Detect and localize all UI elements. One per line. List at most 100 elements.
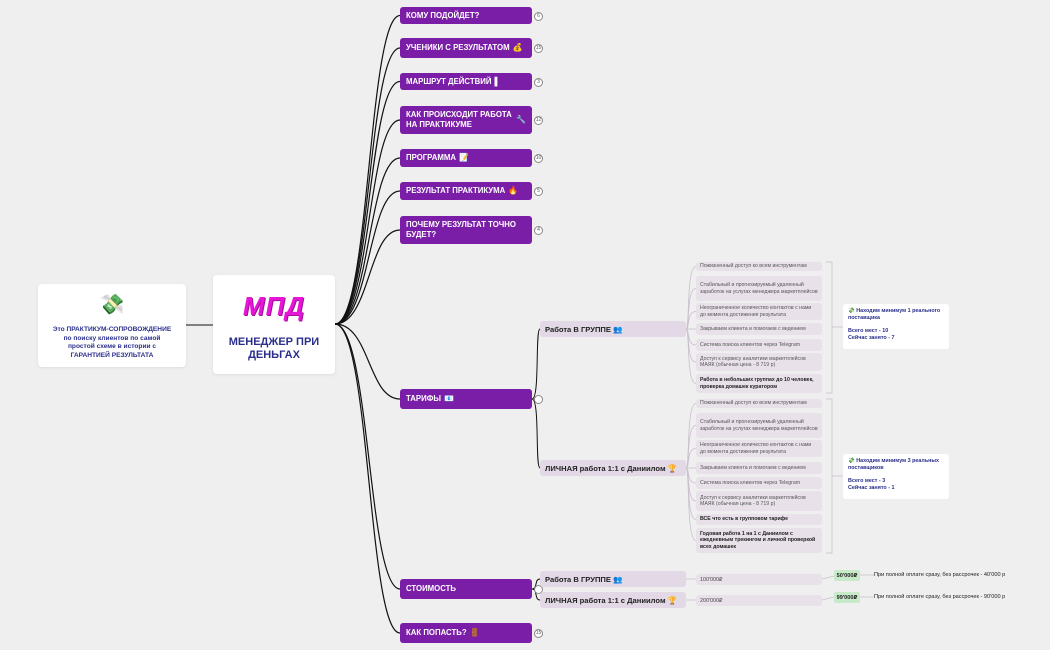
cost-personal[interactable]: ЛИЧНАЯ работа 1:1 с Даниилом 🏆 (540, 592, 686, 608)
tariff-feature: Стабильный и прогнозируемый удаленный за… (696, 276, 822, 301)
branch-how-to-join[interactable]: КАК ПОПАСТЬ?🚪 (400, 623, 532, 643)
branch-label: ПРОГРАММА (406, 153, 456, 162)
feature-connector (685, 403, 697, 469)
tariff-feature: Годовая работа 1 на 1 с Даниилом с ежедн… (696, 528, 822, 553)
note-bracket (826, 398, 833, 554)
branch-connector (334, 323, 401, 400)
tariff-feature: Неограниченное количество контактов с на… (696, 440, 822, 457)
cost-group-discount: 50'000₽ (834, 570, 860, 581)
tariff-feature: Доступ к сервису аналитики маркетплейсов… (696, 491, 822, 511)
feature-connector (685, 328, 697, 384)
sub-connector (531, 588, 541, 601)
sub-connector (531, 328, 541, 400)
note-taken: Сейчас занято - 7 (848, 335, 895, 341)
cost-group-discount-note: При полной оплате сразу, без рассрочек -… (874, 572, 1006, 578)
sub-connector (531, 398, 541, 469)
branch-who-fits[interactable]: КОМУ ПОДОЙДЕТ? (400, 7, 532, 24)
expand-count-badge[interactable]: 10 (534, 154, 543, 163)
note-taken: Сейчас занято - 1 (848, 485, 895, 491)
tariff-feature: Пожизненный доступ ко всем инструментам (696, 399, 822, 408)
branch-emoji-icon: 📧 (444, 394, 454, 403)
tariff-feature: ВСЕ что есть в групповом тарифе (696, 514, 822, 525)
cost-group-price: 100'000₽ (696, 574, 822, 585)
expand-count-badge[interactable]: 5 (534, 187, 543, 196)
feature-connector (685, 266, 697, 330)
branch-emoji-icon: 💰 (512, 43, 523, 52)
discount-connector (821, 575, 835, 580)
expand-count-badge[interactable] (534, 395, 543, 404)
branch-action-route[interactable]: МАРШРУТ ДЕЙСТВИЙ▌ (400, 73, 532, 90)
cost-personal-price: 200'000₽ (696, 595, 822, 606)
branch-connector (334, 323, 401, 590)
branch-label: ПОЧЕМУ РЕЗУЛЬТАТ ТОЧНО БУДЕТ? (406, 220, 516, 239)
branch-connector (334, 229, 401, 325)
branch-label: РЕЗУЛЬТАТ ПРАКТИКУМА (406, 186, 506, 195)
branch-label: КОМУ ПОДОЙДЕТ? (406, 10, 480, 20)
tariff-feature: Стабильный и прогнозируемый удаленный за… (696, 413, 822, 438)
tariff-feature: Система поиска клиентов через Telegram (696, 339, 822, 351)
branch-emoji-icon: 🔧 (516, 115, 526, 124)
cost-personal-discount-note: При полной оплате сразу, без рассрочек -… (874, 594, 1006, 600)
tariff-feature: Закрываем клиента и помогаем с ведением (696, 462, 822, 474)
note-bracket (826, 261, 833, 394)
branch-tariffs[interactable]: ТАРИФЫ📧 (400, 389, 532, 409)
expand-count-badge[interactable]: 6 (534, 11, 543, 21)
expand-count-badge[interactable]: 3 (534, 77, 543, 87)
branch-emoji-icon: ▌ (494, 76, 501, 86)
tariff-personal[interactable]: ЛИЧНАЯ работа 1:1 с Даниилом 🏆 (540, 460, 686, 476)
feature-connector (685, 288, 697, 330)
tariff-personal-note: 💸 Находим минимум 3 реальных поставщиков… (843, 454, 949, 499)
intro-card: 💸 Это ПРАКТИКУМ-СОПРОВОЖДЕНИЕ по поиску … (38, 284, 186, 367)
expand-count-badge[interactable] (534, 585, 543, 594)
tariff-feature: Неограниченное количество контактов с на… (696, 303, 822, 320)
branch-program[interactable]: ПРОГРАММА📝 (400, 149, 532, 167)
branch-emoji-icon: 📝 (458, 153, 469, 162)
branch-connector (334, 14, 401, 325)
branch-emoji-icon: 🚪 (469, 628, 480, 637)
branch-label: УЧЕНИКИ С РЕЗУЛЬТАТОМ (406, 43, 510, 52)
feature-connector (685, 425, 697, 469)
tariff-feature: Закрываем клиента и помогаем с ведением (696, 323, 822, 335)
note-headline: 💸 Находим минимум 3 реальных поставщиков (848, 458, 939, 471)
discount-connector (821, 596, 835, 601)
branch-students-results[interactable]: УЧЕНИКИ С РЕЗУЛЬТАТОМ💰 (400, 38, 532, 58)
logo: МПД (242, 291, 306, 321)
cost-personal-discount: 99'000₽ (834, 592, 860, 603)
note-headline: 💸 Находим минимум 1 реального поставщика (848, 308, 941, 321)
branch-why-result[interactable]: ПОЧЕМУ РЕЗУЛЬТАТ ТОЧНО БУДЕТ? (400, 216, 532, 244)
tariff-feature: Работа в небольших группах до 10 человек… (696, 374, 822, 393)
branch-label: СТОИМОСТЬ (406, 584, 457, 593)
feature-connector (685, 311, 697, 330)
expand-count-badge[interactable]: 15 (534, 44, 543, 53)
branch-label: КАК ПОПАСТЬ? (406, 628, 467, 637)
tariff-group-note: 💸 Находим минимум 1 реального поставщика… (843, 304, 949, 349)
central-title: МЕНЕДЖЕР ПРИ ДЕНЬГАХ (228, 336, 320, 361)
branch-connector (334, 190, 401, 325)
tariff-group[interactable]: Работа В ГРУППЕ 👥 (540, 321, 686, 337)
branch-how-it-works[interactable]: КАК ПРОИСХОДИТ РАБОТА НА ПРАКТИКУМЕ 🔧 (400, 106, 532, 134)
expand-count-badge[interactable]: 4 (534, 226, 543, 235)
intro-text: Это ПРАКТИКУМ-СОПРОВОЖДЕНИЕ по поиску кл… (52, 326, 172, 359)
note-seats: Всего мест - 3 (848, 478, 886, 484)
tariff-feature: Доступ к сервису аналитики маркетплейсов… (696, 353, 822, 371)
note-seats: Всего мест - 10 (848, 328, 889, 334)
branch-label: МАРШРУТ ДЕЙСТВИЙ (406, 76, 492, 86)
branch-connector (334, 119, 401, 325)
expand-count-badge[interactable]: 15 (534, 629, 543, 638)
branch-connector (334, 47, 401, 325)
branch-connector (334, 157, 401, 325)
branch-cost[interactable]: СТОИМОСТЬ (400, 579, 532, 599)
expand-count-badge[interactable]: 12 (534, 116, 543, 125)
cost-group[interactable]: Работа В ГРУППЕ 👥 (540, 571, 686, 587)
central-topic[interactable]: МПД МЕНЕДЖЕР ПРИ ДЕНЬГАХ (213, 275, 335, 374)
tariff-feature: Система поиска клиентов через Telegram (696, 477, 822, 489)
branch-connector (334, 80, 401, 325)
sub-connector (531, 578, 541, 590)
money-icon: 💸 (99, 294, 125, 316)
branch-result[interactable]: РЕЗУЛЬТАТ ПРАКТИКУМА🔥 (400, 182, 532, 200)
branch-connector (334, 323, 401, 634)
branch-label: КАК ПРОИСХОДИТ РАБОТА НА ПРАКТИКУМЕ (406, 110, 512, 129)
tariff-feature: Пожизненный доступ ко всем инструментам (696, 262, 822, 271)
feature-connector (685, 467, 697, 541)
branch-emoji-icon: 🔥 (508, 186, 519, 195)
